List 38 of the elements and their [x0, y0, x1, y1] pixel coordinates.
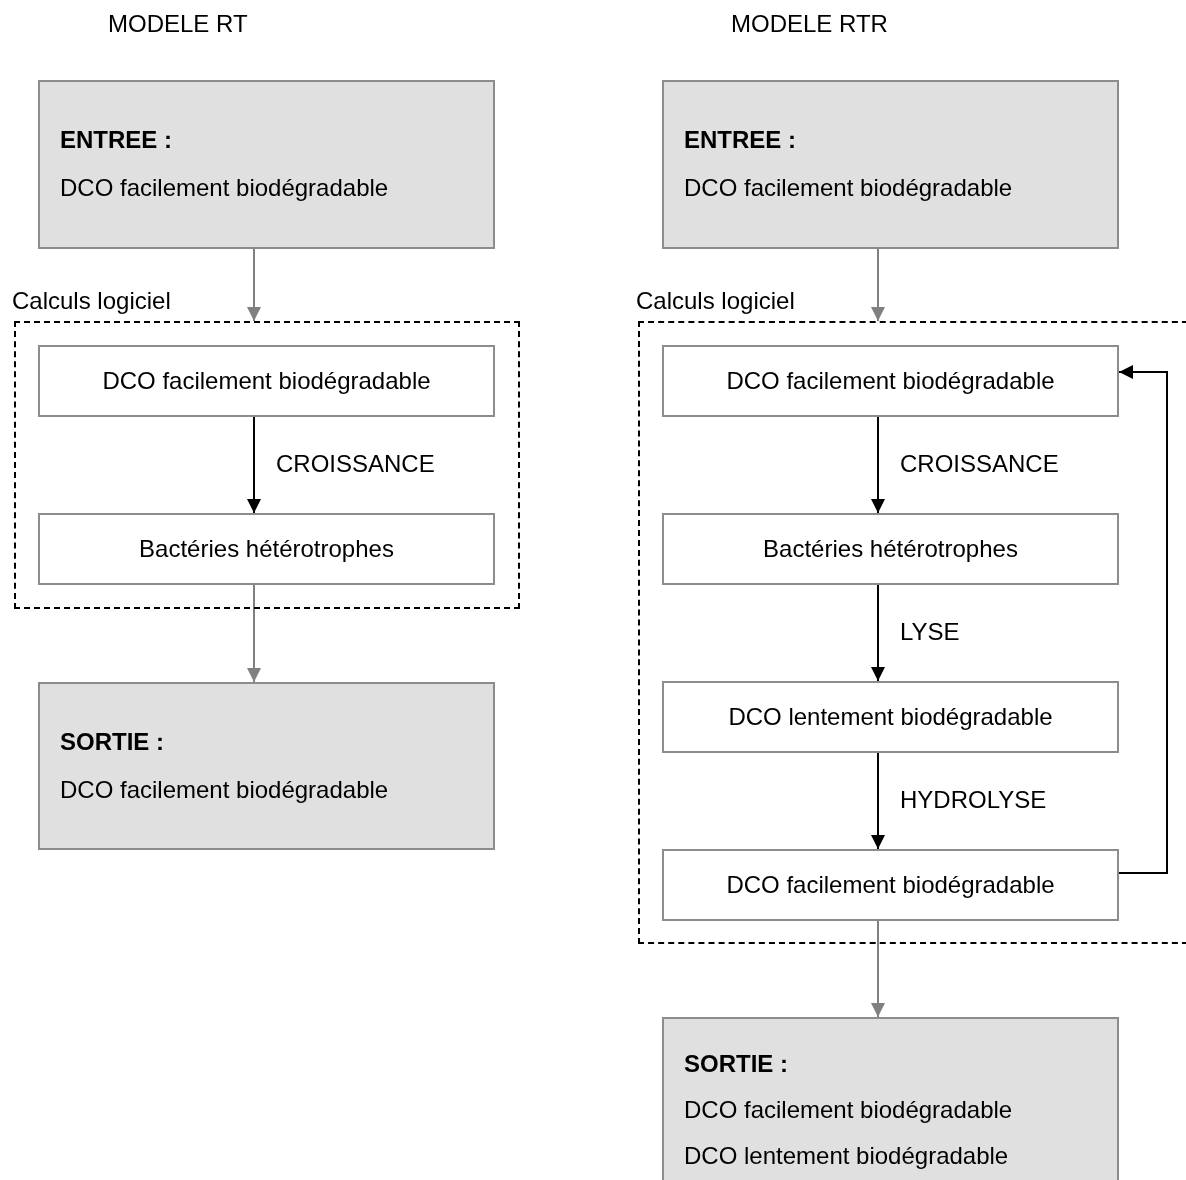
arrow [871, 584, 885, 682]
process-box [662, 849, 1119, 921]
arrow [871, 920, 885, 1018]
arrow [247, 248, 261, 322]
arrow [1118, 365, 1168, 874]
process-box [38, 345, 495, 417]
box-heading: ENTREE : [684, 125, 797, 155]
data-box [662, 80, 1119, 249]
process-box [662, 513, 1119, 585]
box-heading: SORTIE : [60, 727, 165, 757]
box-text: DCO facilement biodégradable [726, 871, 1055, 899]
arrow [247, 584, 261, 683]
process-box [38, 513, 495, 585]
box-text: DCO facilement biodégradable [60, 775, 390, 805]
data-box [38, 80, 495, 249]
box-heading: SORTIE : [684, 1049, 789, 1079]
arrow [247, 416, 261, 514]
arrow [871, 248, 885, 322]
box-text: DCO lentement biodégradable [728, 703, 1053, 731]
box-text: DCO facilement biodégradable [726, 367, 1055, 395]
box-text: Bactéries hétérotrophes [763, 535, 1018, 563]
process-box [662, 345, 1119, 417]
box-text: Bactéries hétérotrophes [139, 535, 394, 563]
arrow [871, 752, 885, 850]
box-text: DCO facilement biodégradable [102, 367, 431, 395]
data-box [38, 682, 495, 850]
box-text: DCO facilement biodégradable [684, 173, 1014, 203]
box-text: DCO lentement biodégradable [684, 1141, 1010, 1171]
box-text: DCO facilement biodégradable [60, 173, 390, 203]
box-text: DCO facilement biodégradable [684, 1095, 1014, 1125]
process-box [662, 681, 1119, 753]
arrow [871, 416, 885, 514]
group-label: Calculs logiciel [636, 287, 795, 315]
model-title: MODELE RTR [731, 10, 888, 38]
group-label: Calculs logiciel [12, 287, 171, 315]
data-box [662, 1017, 1119, 1180]
box-heading: ENTREE : [60, 125, 173, 155]
model-title: MODELE RT [108, 10, 248, 38]
